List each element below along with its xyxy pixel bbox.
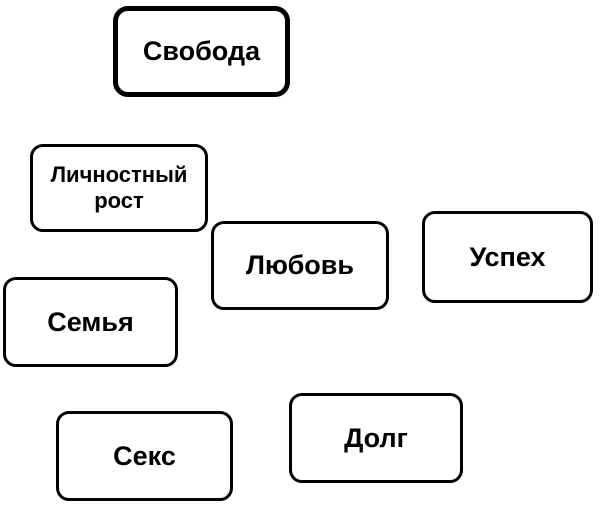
node-semya[interactable]: Семья bbox=[3, 277, 178, 367]
node-dolg[interactable]: Долг bbox=[289, 393, 463, 483]
node-dolg-label: Долг bbox=[344, 422, 408, 453]
node-svoboda-label: Свобода bbox=[142, 36, 261, 67]
node-lichnostny-rost[interactable]: Личностный рост bbox=[30, 144, 208, 232]
node-uspekh[interactable]: Успех bbox=[422, 211, 593, 303]
node-uspekh-label: Успех bbox=[469, 241, 546, 272]
node-lyubov[interactable]: Любовь bbox=[211, 221, 389, 310]
node-seks-label: Секс bbox=[113, 440, 176, 471]
node-semya-label: Семья bbox=[47, 306, 134, 337]
node-seks[interactable]: Секс bbox=[56, 411, 233, 501]
node-lichnostny-rost-label: Личностный рост bbox=[50, 161, 188, 213]
node-svoboda[interactable]: Свобода bbox=[113, 6, 290, 97]
node-lyubov-label: Любовь bbox=[245, 250, 354, 281]
